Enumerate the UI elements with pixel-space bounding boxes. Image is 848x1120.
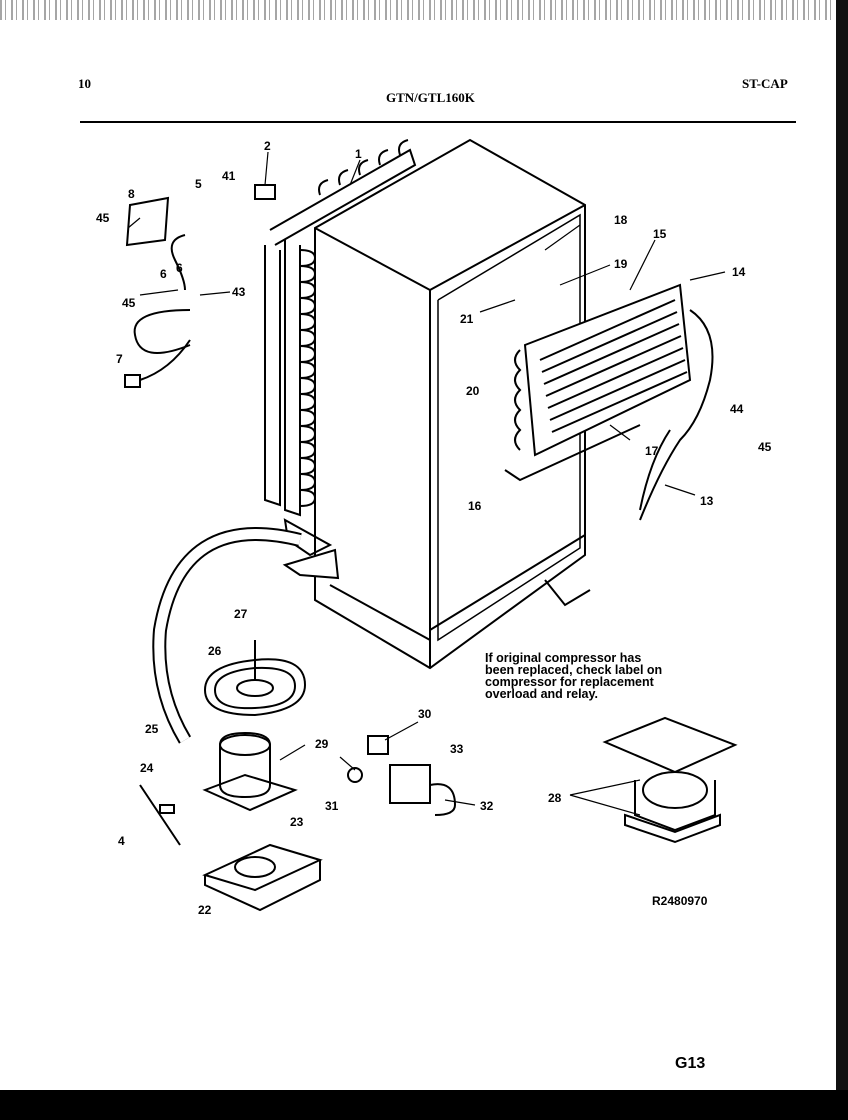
callout-4: 4 bbox=[118, 834, 125, 848]
callout-45b: 45 bbox=[122, 296, 136, 310]
compressor bbox=[202, 731, 298, 812]
reference-number: R2480970 bbox=[652, 894, 708, 908]
callout-21: 21 bbox=[460, 312, 474, 326]
callout-8: 8 bbox=[128, 187, 135, 201]
callout-45a: 45 bbox=[96, 211, 110, 225]
callout-19: 19 bbox=[614, 257, 628, 271]
header-rule bbox=[80, 121, 796, 123]
relay-overload bbox=[347, 735, 457, 816]
condenser-coil bbox=[264, 139, 417, 557]
compressor-base-pan bbox=[202, 843, 323, 912]
callout-45c: 45 bbox=[758, 440, 772, 454]
alternate-compressor bbox=[602, 716, 738, 844]
wiring-and-hardware bbox=[124, 184, 276, 846]
callout-30: 30 bbox=[418, 707, 432, 721]
model-number: GTN/GTL160K bbox=[386, 90, 475, 105]
callout-7: 7 bbox=[116, 352, 123, 366]
drain-pan bbox=[203, 640, 307, 717]
callout-labels: 1 2 5 6 41 8 45 6 45 43 7 18 19 15 14 21… bbox=[96, 139, 772, 917]
callout-29: 29 bbox=[315, 737, 329, 751]
scan-edge-right bbox=[836, 0, 848, 1120]
callout-17: 17 bbox=[645, 444, 659, 458]
callout-41: 41 bbox=[222, 169, 236, 183]
evaporator bbox=[504, 283, 714, 521]
callout-13: 13 bbox=[700, 494, 714, 508]
compressor-note: If original compressor has been replaced… bbox=[485, 651, 663, 701]
refrigerator-cabinet bbox=[314, 138, 591, 670]
callout-22: 22 bbox=[198, 903, 212, 917]
callout-25: 25 bbox=[145, 722, 159, 736]
scan-noise-top bbox=[0, 0, 848, 20]
callout-5: 5 bbox=[195, 177, 202, 191]
page-code: G13 bbox=[675, 1055, 706, 1072]
callout-6: 6 bbox=[160, 267, 167, 281]
section-code: ST-CAP bbox=[742, 76, 788, 91]
callout-31: 31 bbox=[325, 799, 339, 813]
callout-27: 27 bbox=[234, 607, 248, 621]
callout-16: 16 bbox=[468, 499, 482, 513]
callout-33: 33 bbox=[450, 742, 464, 756]
callout-24: 24 bbox=[140, 761, 154, 775]
page-number: 10 bbox=[78, 76, 91, 91]
callout-20: 20 bbox=[466, 384, 480, 398]
callout-leaders bbox=[127, 151, 726, 816]
callout-28: 28 bbox=[548, 791, 562, 805]
callout-23: 23 bbox=[290, 815, 304, 829]
callout-43: 43 bbox=[232, 285, 246, 299]
callout-44: 44 bbox=[730, 402, 744, 416]
callout-6b: 6 bbox=[176, 261, 183, 275]
callout-1: 1 bbox=[355, 147, 362, 161]
callout-2: 2 bbox=[264, 139, 271, 153]
callout-26: 26 bbox=[208, 644, 222, 658]
callout-14: 14 bbox=[732, 265, 746, 279]
callout-15: 15 bbox=[653, 227, 667, 241]
callout-18: 18 bbox=[614, 213, 628, 227]
callout-32: 32 bbox=[480, 799, 494, 813]
scan-edge-bottom bbox=[0, 1090, 848, 1120]
